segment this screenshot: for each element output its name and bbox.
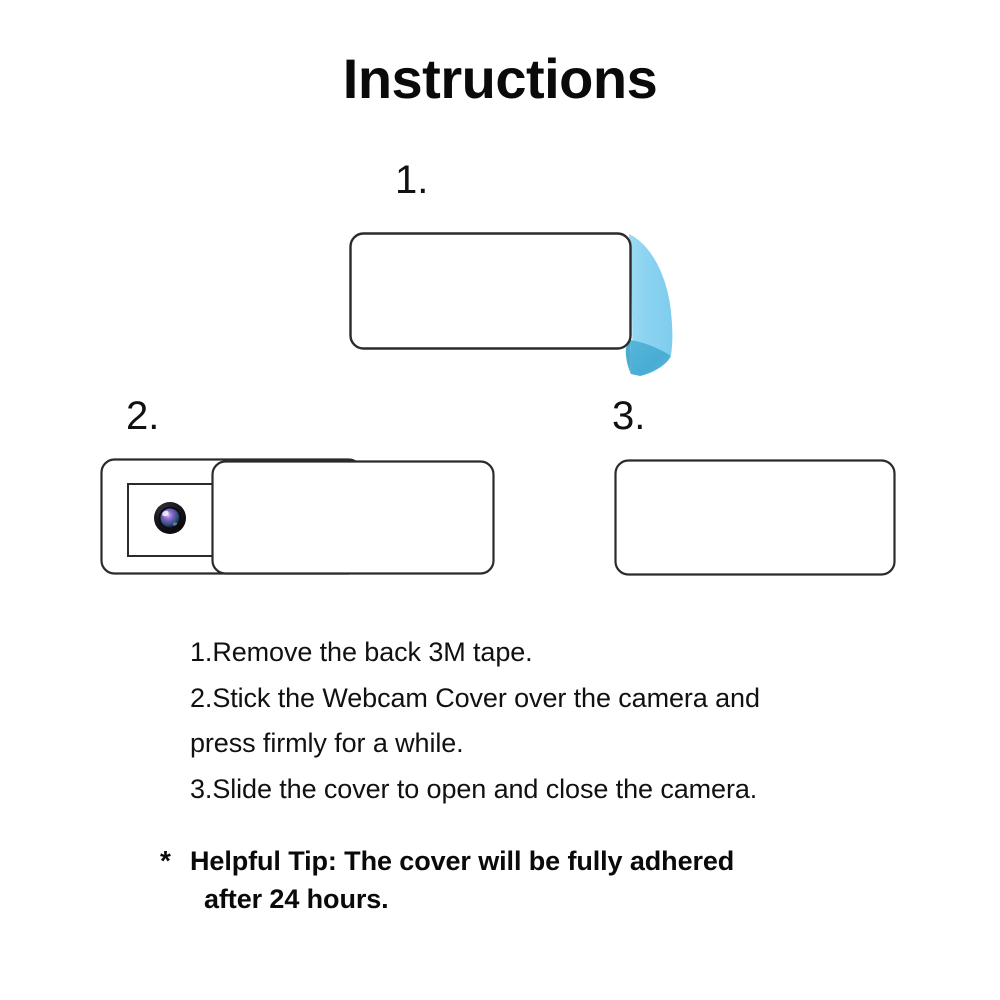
asterisk-icon: * <box>160 845 171 876</box>
sliding-shutter <box>211 460 495 575</box>
page-title: Instructions <box>342 47 658 110</box>
step-1-number: 1. <box>395 158 429 202</box>
instruction-line-2: 2.Stick the Webcam Cover over the camera… <box>190 682 760 713</box>
step-3-number: 3. <box>612 394 646 438</box>
cover-open-over-camera-illustration <box>100 458 495 575</box>
instruction-line-1: 1.Remove the back 3M tape. <box>190 637 533 667</box>
step-3-diagram <box>606 450 906 585</box>
cover-body <box>349 232 632 350</box>
instruction-line-2-continued: press firmly for a while. <box>190 728 464 758</box>
camera-lens-icon <box>154 502 186 534</box>
step-2-number: 2. <box>126 394 160 438</box>
tape-liner-curl-tail <box>625 340 631 374</box>
tape-liner-curl <box>630 340 671 376</box>
cover-with-peeling-tape-illustration <box>349 232 673 376</box>
instruction-line-3: 3.Slide the cover to open and close the … <box>190 773 758 804</box>
tape-liner-upper <box>629 234 673 372</box>
step-2-diagram <box>92 450 512 585</box>
helpful-tip-line-2: after 24 hours. <box>204 884 389 914</box>
instruction-list: 1.Remove the back 3M tape. 2.Stick the W… <box>190 630 910 812</box>
cover-closed-illustration <box>614 459 896 576</box>
helpful-tip-line-1: Helpful Tip: The cover will be fully adh… <box>190 846 735 876</box>
step-1-diagram <box>340 222 690 387</box>
helpful-tip: * Helpful Tip: The cover will be fully a… <box>160 842 920 918</box>
cover-closed-body <box>614 459 896 576</box>
